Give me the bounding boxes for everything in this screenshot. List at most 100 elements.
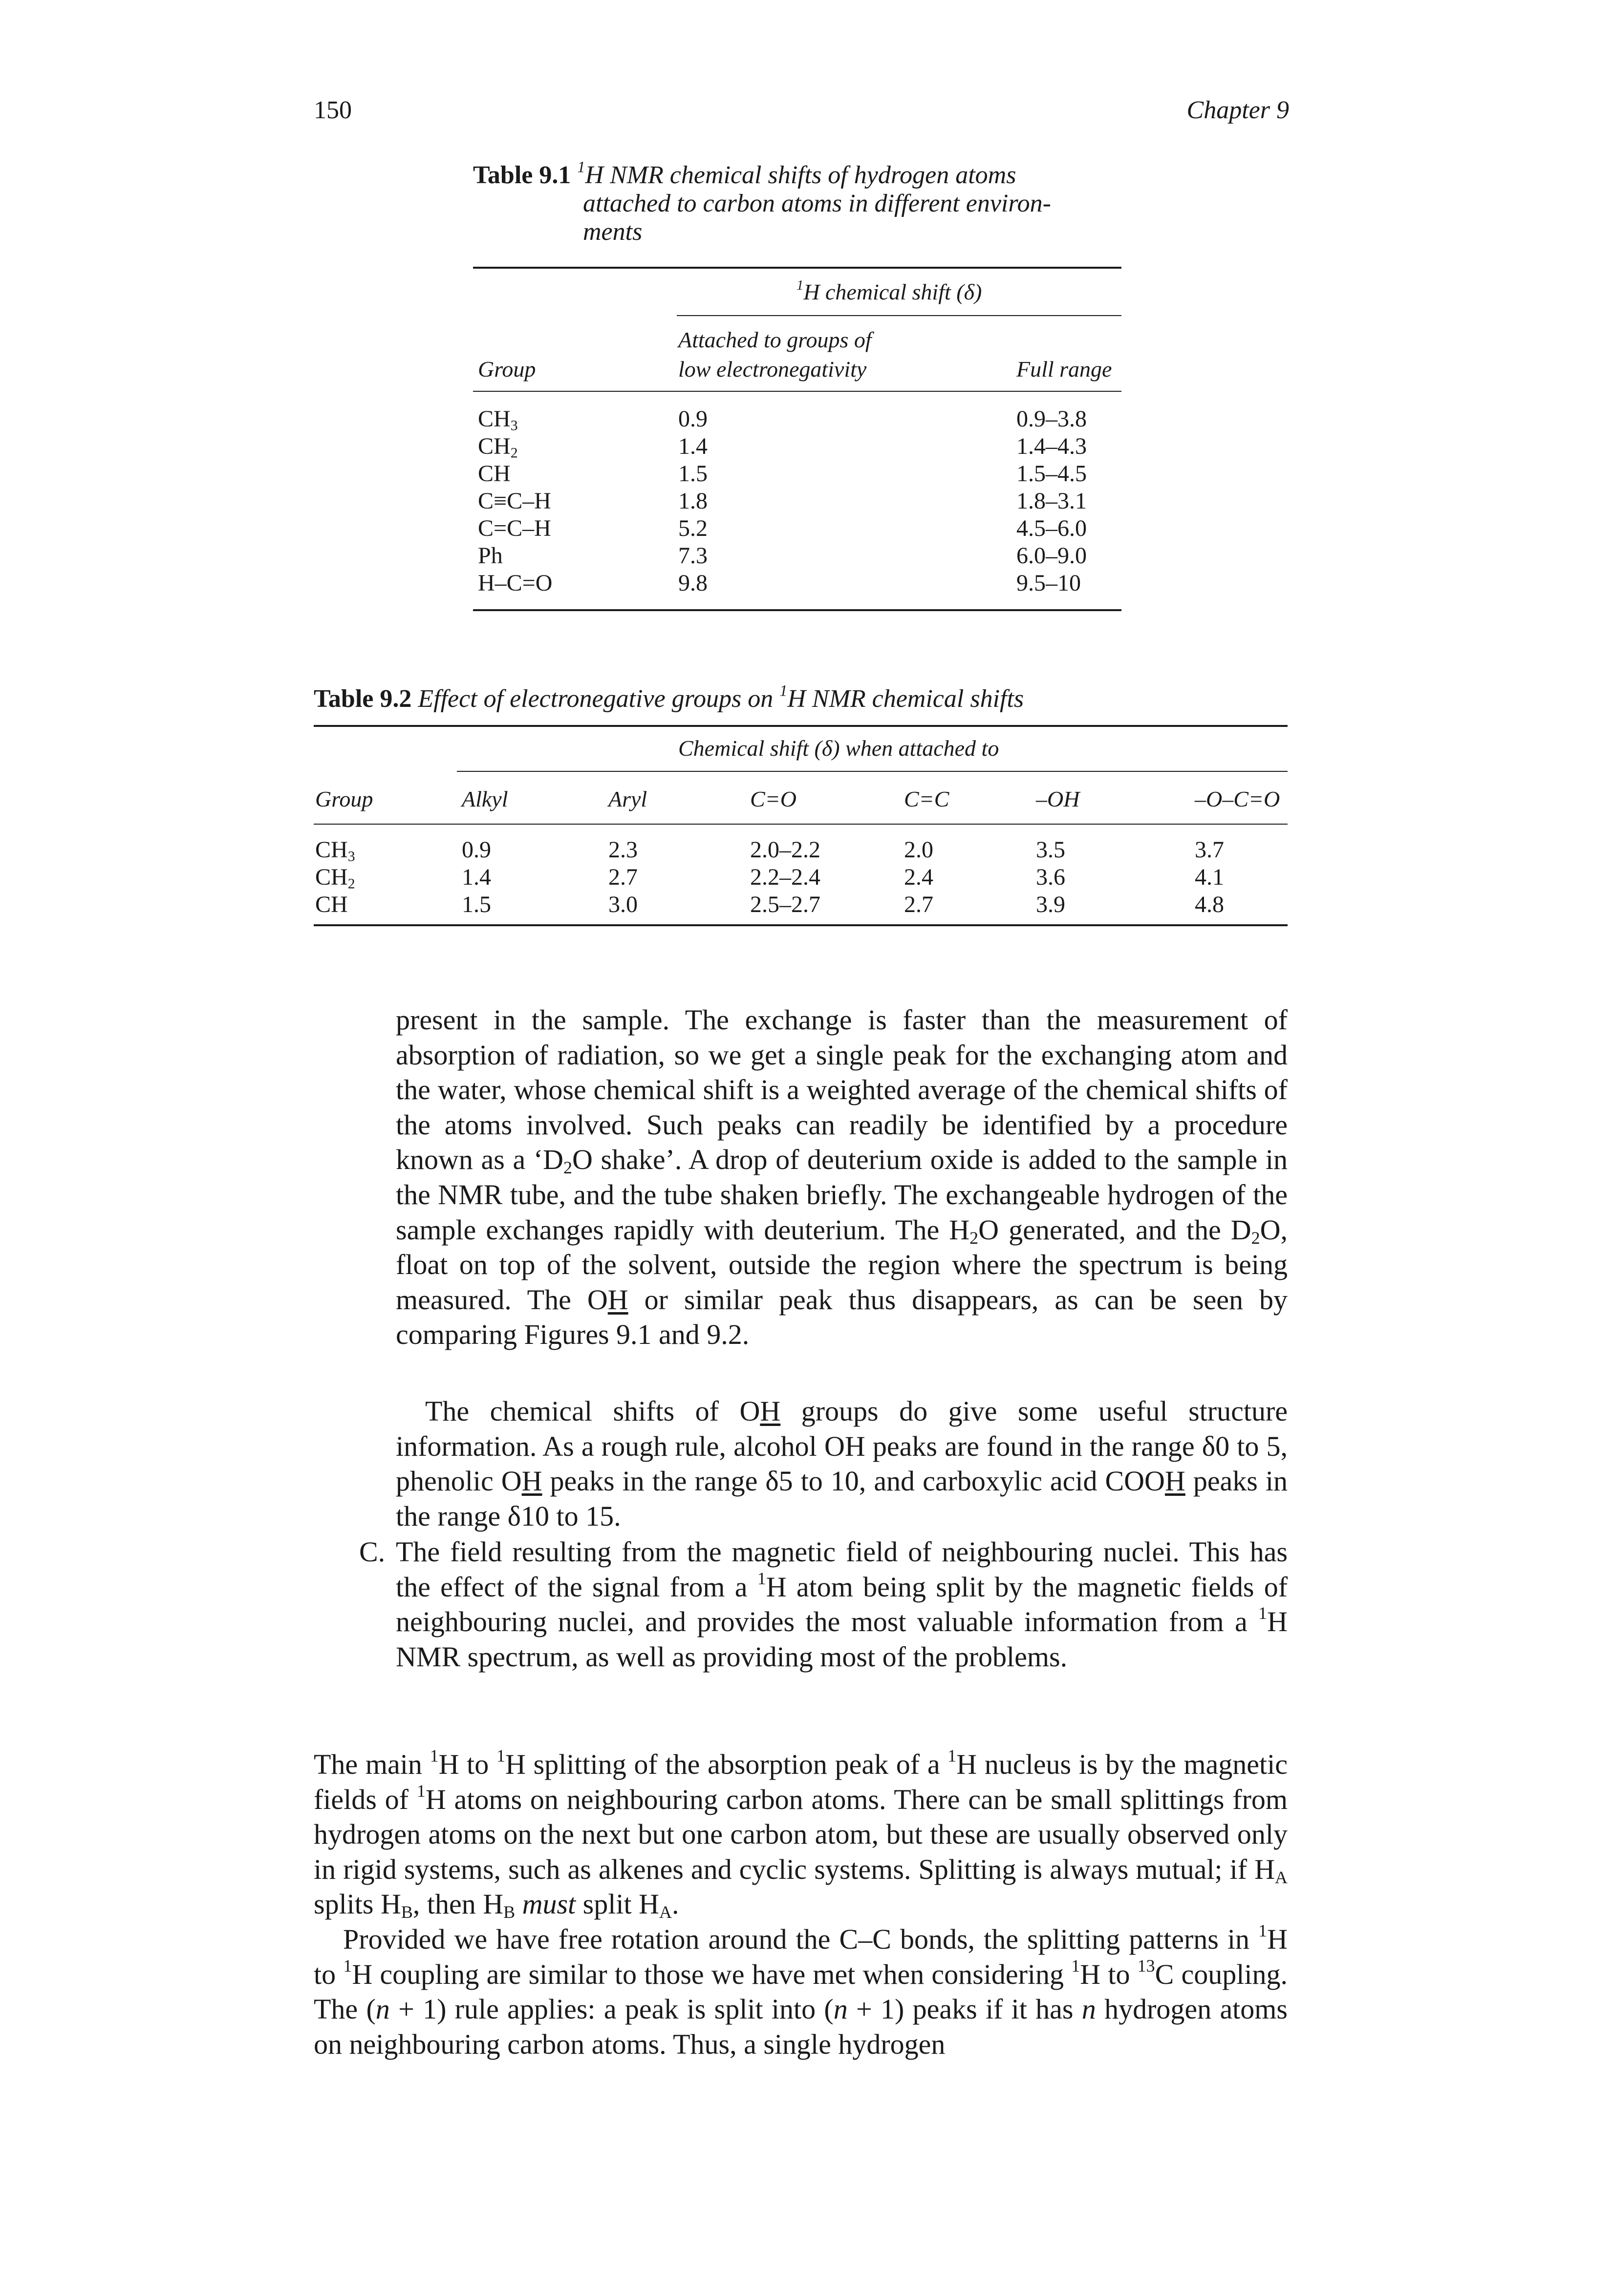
table-9-2-bottom-rule xyxy=(314,924,1288,926)
table-9-1-col-low-2: low electronegativity xyxy=(678,357,867,382)
subscript: A xyxy=(1275,1867,1288,1887)
group-cell: H–C=O xyxy=(478,570,553,596)
group-cell: CH23 xyxy=(478,406,518,434)
col-group: Group xyxy=(315,787,373,811)
superscript: 1 xyxy=(1071,1956,1080,1976)
underlined-text: H xyxy=(1164,1465,1185,1497)
group-cell: Ph xyxy=(478,543,503,569)
text: splits H xyxy=(314,1888,401,1920)
cell: 2.5–2.7 xyxy=(750,892,820,917)
caption-sup: 1 xyxy=(577,158,585,176)
cell: 2.7 xyxy=(608,864,638,890)
cell: 4.8 xyxy=(1195,892,1224,917)
cell: 1.4 xyxy=(462,864,491,890)
text: hydrogen atoms on neighbouring carbon at… xyxy=(314,1993,1288,2060)
paragraph-neighbouring-nuclei: The field resulting from the magnetic fi… xyxy=(396,1534,1288,1674)
emphasis-text: n xyxy=(833,1993,848,2025)
table-row: CH 1.5 3.0 2.5–2.7 2.7 3.9 4.8 xyxy=(0,891,1319,918)
cell: 3.5 xyxy=(1036,837,1065,863)
text: H NMR spectrum, as well as providing mos… xyxy=(396,1606,1288,1673)
superscript: 1 xyxy=(496,1745,505,1765)
text: O generated, and the D xyxy=(978,1213,1251,1246)
text: H splitting of the absorption peak of a xyxy=(505,1748,948,1780)
table-row: CH2 1.4 2.7 2.2–2.4 2.4 3.6 4.1 xyxy=(0,864,1319,891)
superscript: 1 xyxy=(430,1745,439,1765)
table-9-2-header-rule xyxy=(314,824,1288,825)
chapter-label: Chapter 9 xyxy=(1186,96,1289,124)
cell: 3.0 xyxy=(608,892,638,917)
subscript: B xyxy=(401,1902,413,1922)
text: H nucleus is by the magnetic fields of xyxy=(314,1748,1288,1815)
caption-sup: 1 xyxy=(779,681,788,700)
text: groups do give some useful structure inf… xyxy=(396,1395,1288,1497)
table-9-1-col-low-1: Attached to groups of xyxy=(678,327,872,352)
table-row: C=C–H 5.2 4.5–6.0 xyxy=(0,515,1173,542)
caption-text-a: Effect of electronegative groups on xyxy=(418,685,774,713)
col-oh: –OH xyxy=(1036,787,1080,811)
text: H to xyxy=(314,1923,1288,1990)
subscript: 2 xyxy=(563,1158,573,1178)
text: The main xyxy=(314,1748,430,1780)
shift-header-sup: 1 xyxy=(796,278,804,294)
paragraph-splitting: The main 1H to 1H splitting of the absor… xyxy=(314,1747,1288,1922)
low-cell: 5.2 xyxy=(678,515,708,541)
table-9-2-label: Table 9.2 xyxy=(314,685,412,713)
cell: 3.9 xyxy=(1036,892,1065,917)
table-9-1-caption: Table 9.1 1H NMR chemical shifts of hydr… xyxy=(473,158,1138,246)
text: H coupling are similar to those we have … xyxy=(352,1958,1072,1990)
full-cell: 6.0–9.0 xyxy=(1016,543,1087,569)
text: , then H xyxy=(412,1888,504,1920)
text: or similar peak thus disappears, as can … xyxy=(396,1283,1288,1351)
table-row: Ph 7.3 6.0–9.0 xyxy=(0,542,1173,570)
text: C coupling. The ( xyxy=(314,1958,1288,2025)
caption-text-b: H NMR chemical shifts xyxy=(787,685,1024,713)
low-cell: 1.8 xyxy=(678,488,708,514)
cell: 3.6 xyxy=(1036,864,1065,890)
page-number: 150 xyxy=(314,96,352,124)
text: peaks in the range δ5 to 10, and carboxy… xyxy=(542,1465,1165,1497)
table-row: CH23 0.9 0.9–3.8 xyxy=(0,405,1173,433)
low-cell: 1.4 xyxy=(678,433,708,459)
list-marker-c: C. xyxy=(359,1536,386,1568)
col-co: C=O xyxy=(750,787,796,811)
text: The chemical shifts of O xyxy=(425,1395,760,1427)
superscript: 1 xyxy=(343,1956,352,1976)
full-cell: 1.4–4.3 xyxy=(1016,433,1087,459)
text: peaks in the range δ10 to 15. xyxy=(396,1465,1288,1532)
emphasis-text: n xyxy=(1081,1993,1096,2025)
table-9-2-caption: Table 9.2 Effect of electronegative grou… xyxy=(314,682,1024,713)
superscript: 1 xyxy=(947,1745,957,1765)
col-oco: –O–C=O xyxy=(1195,787,1280,811)
table-9-1-shift-header: 1H chemical shift (δ) xyxy=(796,278,982,306)
text: The field resulting from the magnetic fi… xyxy=(396,1536,1288,1603)
cell: 0.9 xyxy=(462,837,491,863)
full-cell: 1.8–3.1 xyxy=(1016,488,1087,514)
group-cell: CH xyxy=(478,461,511,487)
table-9-1-label: Table 9.1 xyxy=(473,161,571,189)
table-9-2-span-header: Chemical shift (δ) when attached to xyxy=(678,736,999,761)
text: + 1) peaks if it has xyxy=(847,1993,1082,2025)
paragraph-oh-shifts: The chemical shifts of O H groups do give… xyxy=(396,1394,1288,1533)
cell: 3.7 xyxy=(1195,837,1224,863)
group-cell: C≡C–H xyxy=(478,488,551,514)
cell: 2.0–2.2 xyxy=(750,837,820,863)
cell: 1.5 xyxy=(462,892,491,917)
superscript: 1 xyxy=(1258,1920,1268,1940)
superscript: 13 xyxy=(1137,1956,1155,1976)
full-cell: 1.5–4.5 xyxy=(1016,461,1087,487)
table-9-1-span-rule xyxy=(677,315,1121,316)
table-9-1-top-rule xyxy=(473,267,1121,269)
subscript: 2 xyxy=(1251,1228,1260,1248)
cell: 4.1 xyxy=(1195,864,1224,890)
text: O shake’. A drop of deuterium oxide is a… xyxy=(396,1144,1288,1246)
full-cell: 9.5–10 xyxy=(1016,570,1081,596)
text: O, float on top of the solvent, outside … xyxy=(396,1213,1288,1316)
low-cell: 0.9 xyxy=(678,406,708,432)
full-cell: 4.5–6.0 xyxy=(1016,515,1087,541)
text: present in the sample. The exchange is f… xyxy=(396,1004,1288,1176)
cell: 2.3 xyxy=(608,837,638,863)
cell: 2.0 xyxy=(904,837,933,863)
table-row: H–C=O 9.8 9.5–10 xyxy=(0,570,1173,597)
cell: 2.2–2.4 xyxy=(750,864,820,890)
col-cc: C=C xyxy=(904,787,949,811)
